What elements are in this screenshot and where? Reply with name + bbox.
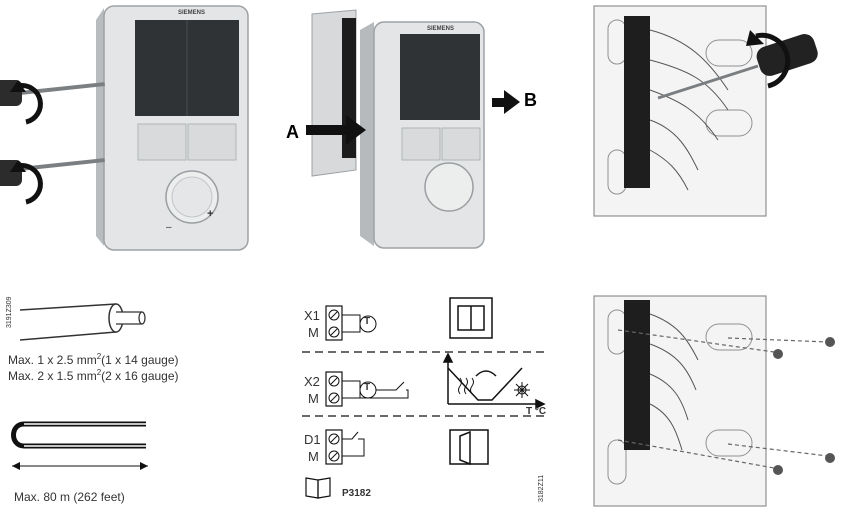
thermostat-open-illustration: [306, 9, 520, 249]
step2-remove-front: SIEMENS A B: [282, 0, 572, 260]
rotation-arrow-icon: [17, 83, 43, 205]
mounting-screws-illustration: [593, 295, 835, 507]
wiring-lines: [302, 297, 546, 499]
plus-label: +: [207, 208, 214, 220]
brand-label: SIEMENS: [427, 26, 455, 32]
terminal-x1: X1: [304, 308, 320, 323]
screw-icon: [617, 329, 829, 469]
door-contact-icon: [449, 429, 489, 466]
terminal-d1: D1: [304, 432, 321, 447]
cable-length-icon: [11, 421, 148, 470]
reference-label: P3182: [342, 488, 371, 499]
doc-code: 3182Z11: [538, 474, 545, 502]
step1-unlock-screws: SIEMENS – +: [0, 0, 260, 260]
arrow-a-icon: [306, 115, 366, 145]
cable-specification: 3191Z309 Max. 1 x 2.5 mm2(1 x 14 gauge) …: [0, 280, 290, 521]
cable-icon: [19, 303, 146, 341]
spec-line-1-sup: 2: [96, 352, 102, 361]
spec-line-2-text: Max. 2 x 1.5 mm: [8, 369, 97, 383]
spec-line-1-text: Max. 1 x 2.5 mm: [8, 353, 97, 367]
cooling-icon: [514, 382, 530, 398]
wiring-diagram: X1 M T X2 M T D1 M T °C P3182 3182Z11: [300, 292, 560, 521]
doc-code: 3191Z309: [6, 296, 13, 328]
arrow-b-icon: [492, 90, 520, 114]
heating-icon: [458, 377, 474, 395]
thermostat-front-illustration: [0, 5, 249, 251]
spec-line-2-tail: (2 x 16 gauge): [101, 369, 179, 383]
step3-release-wires: [578, 0, 866, 225]
sensor-label-2: T: [364, 382, 371, 393]
spec-line-2-sup: 2: [96, 368, 102, 377]
hvac-curve-icon: [442, 352, 546, 410]
arrow-b-label: B: [524, 90, 537, 110]
arrow-a-label: A: [286, 122, 299, 142]
minus-label: –: [166, 222, 172, 233]
sensor-label-1: T: [364, 316, 371, 327]
step4-mounting: [578, 290, 866, 521]
mounting-plate-illustration: [593, 5, 818, 217]
terminal-m1: M: [308, 325, 319, 340]
info-book-icon: [305, 477, 331, 499]
thermometer-icon: [359, 315, 377, 333]
terminal-m3: M: [308, 449, 319, 464]
terminal-m2: M: [308, 391, 319, 406]
window-contact-icon: [449, 297, 493, 339]
spec-line-1: Max. 1 x 2.5 mm2(1 x 14 gauge): [8, 352, 179, 367]
brand-label: SIEMENS: [178, 10, 206, 16]
terminal-x2: X2: [304, 374, 320, 389]
axis-label: T °C: [526, 406, 547, 417]
length-label: Max. 80 m (262 feet): [14, 490, 125, 504]
rotation-arrow-icon: [755, 32, 791, 89]
spec-line-1-tail: (1 x 14 gauge): [101, 353, 179, 367]
spec-line-2: Max. 2 x 1.5 mm2(2 x 16 gauge): [8, 368, 179, 383]
